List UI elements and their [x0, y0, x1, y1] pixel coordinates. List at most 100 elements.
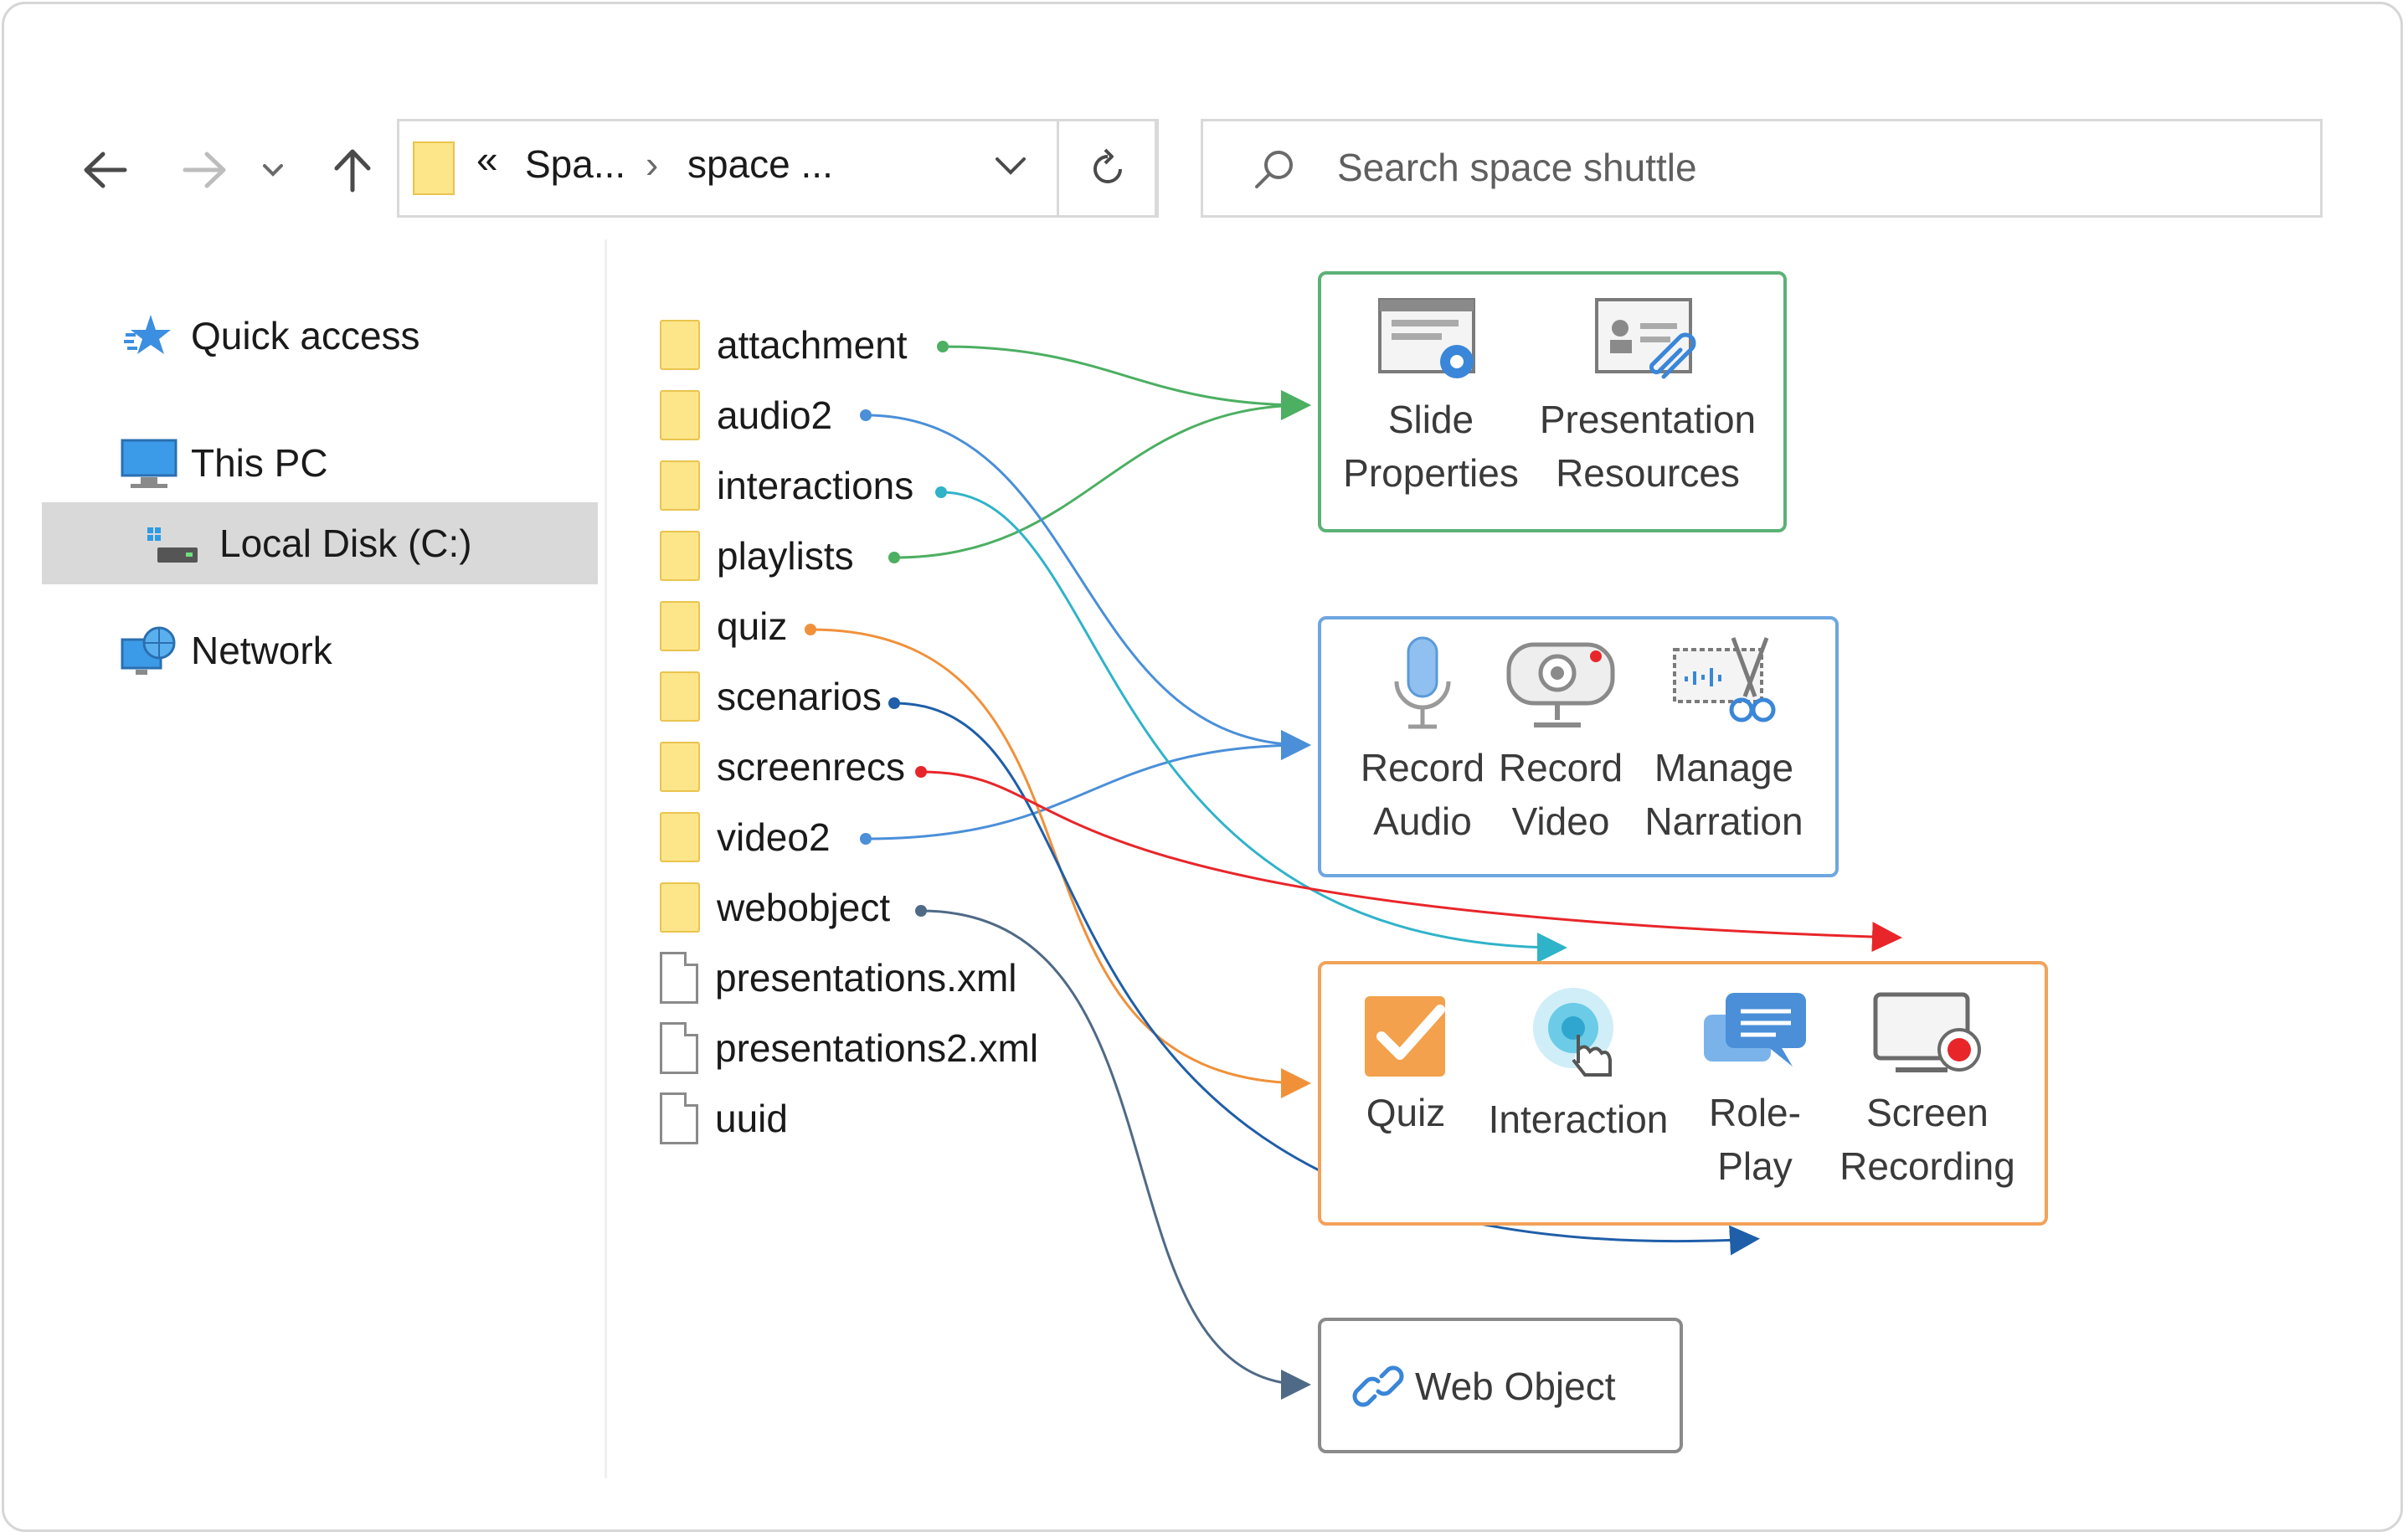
folder-icon [660, 460, 700, 511]
touch-icon [1533, 988, 1613, 1077]
file-name: playlists [717, 534, 854, 578]
sidebar-item-network[interactable]: Network [191, 629, 332, 672]
file-name: uuid [715, 1097, 788, 1140]
folder-icon [660, 390, 700, 440]
file-row-attachment[interactable]: attachment [660, 316, 908, 374]
up-button[interactable] [323, 141, 382, 199]
sidebar-item-local-disk[interactable]: Local Disk (C:) [219, 522, 472, 565]
refresh-icon [1093, 148, 1122, 183]
refresh-button[interactable] [1057, 119, 1159, 218]
interaction-button[interactable]: Interaction [1479, 984, 1678, 1146]
connector-audio2 [865, 414, 1311, 760]
recent-locations-button[interactable] [256, 141, 290, 199]
file-name: presentations2.xml [715, 1026, 1039, 1070]
record-audio-button[interactable]: Record Audio [1351, 633, 1494, 848]
arrow-up-icon [334, 149, 371, 193]
web-object-button[interactable]: Web Object [1351, 1360, 1615, 1413]
audio-cut-icon [1673, 637, 1776, 722]
presentation-resources-icon [1595, 298, 1696, 379]
screen-recording-label: Screen [1866, 1091, 1989, 1134]
arrow-left-icon [84, 152, 127, 188]
file-name: quiz [717, 604, 788, 648]
file-row-video2[interactable]: video2 [660, 808, 831, 866]
breadcrumb-separator: › [646, 142, 659, 186]
slide-properties-label: Properties [1343, 451, 1519, 495]
chevron-down-icon [263, 164, 283, 177]
group-web [1318, 1318, 1683, 1453]
file-row-audio2[interactable]: audio2 [660, 386, 832, 445]
file-row-quiz[interactable]: quiz [660, 597, 787, 655]
file-name: webobject [717, 886, 891, 929]
file-icon [660, 952, 698, 1004]
screen-record-icon [1873, 992, 1981, 1072]
folder-icon [660, 531, 700, 581]
file-name: audio2 [717, 393, 833, 437]
role-play-button[interactable]: Role- Play [1688, 990, 1822, 1193]
role-play-label: Role- [1709, 1091, 1801, 1134]
connector-quiz [810, 628, 1311, 1098]
sidebar-selection-highlight [42, 502, 598, 584]
screen-recording-button[interactable]: Screen Recording [1830, 990, 2025, 1193]
network-icon [121, 625, 178, 682]
chat-bubbles-icon [1704, 993, 1806, 1067]
file-name: scenarios [717, 675, 882, 718]
folder-icon [660, 882, 700, 933]
file-row-presentations-xml[interactable]: presentations.xml [660, 948, 1017, 1007]
file-row-presentations2-xml[interactable]: presentations2.xml [660, 1019, 1038, 1077]
sidebar-item-this-pc[interactable]: This PC [191, 441, 328, 485]
address-bar[interactable]: « Spa... › space ... [397, 119, 1157, 218]
folder-icon [660, 320, 700, 370]
dot-screenrecs [915, 766, 927, 778]
slide-properties-button[interactable]: Slide Properties [1335, 296, 1527, 500]
dot-scenarios [888, 697, 900, 709]
dot-video2 [860, 833, 872, 845]
file-row-interactions[interactable]: interactions [660, 456, 913, 515]
file-name: presentations.xml [715, 956, 1017, 1000]
address-dropdown-button[interactable] [994, 155, 1027, 181]
file-name: screenrecs [717, 745, 905, 789]
drive-icon [146, 526, 199, 572]
manage-narration-label: Manage [1654, 746, 1794, 789]
manage-narration-button[interactable]: Manage Narration [1628, 633, 1820, 848]
dot-quiz [805, 624, 816, 635]
search-input[interactable]: Search space shuttle [1337, 146, 1697, 189]
back-button[interactable] [75, 141, 134, 199]
quiz-button[interactable]: Quiz [1343, 990, 1469, 1139]
breadcrumb-item-2[interactable]: space ... [687, 142, 833, 186]
presentation-resources-button[interactable]: Presentation Resources [1531, 296, 1765, 500]
screen-recording-label: Recording [1839, 1144, 2015, 1188]
pane-divider[interactable] [605, 239, 607, 1478]
dot-webobject [915, 905, 927, 917]
folder-icon [660, 812, 700, 862]
web-object-label: Web Object [1415, 1365, 1616, 1408]
link-icon [1352, 1365, 1404, 1407]
file-row-playlists[interactable]: playlists [660, 527, 854, 585]
search-icon [1255, 151, 1293, 188]
file-row-scenarios[interactable]: scenarios [660, 667, 882, 726]
record-audio-label: Audio [1373, 799, 1472, 843]
connector-webobject [920, 909, 1311, 1400]
arrow-right-icon [183, 152, 226, 188]
slide-properties-icon [1378, 298, 1475, 378]
dot-attachment [937, 341, 949, 352]
presentation-resources-label: Presentation [1539, 398, 1757, 441]
search-box[interactable]: Search space shuttle [1201, 119, 2323, 218]
file-row-webobject[interactable]: webobject [660, 878, 890, 937]
file-row-uuid[interactable]: uuid [660, 1089, 788, 1148]
dot-audio2 [860, 409, 872, 421]
file-name: video2 [717, 815, 831, 859]
breadcrumb-item-1[interactable]: Spa... [525, 142, 626, 186]
chevron-down-icon [996, 157, 1026, 175]
file-row-screenrecs[interactable]: screenrecs [660, 738, 905, 796]
file-icon [660, 1092, 698, 1144]
forward-button[interactable] [176, 141, 234, 199]
connector-interactions [940, 491, 1567, 963]
connector-screenrecs [920, 770, 1902, 953]
breadcrumb-overflow[interactable]: « [476, 137, 498, 181]
record-video-button[interactable]: Record Video [1494, 633, 1628, 848]
connector-attachment [942, 345, 1311, 420]
record-video-label: Record [1498, 746, 1623, 789]
sidebar-item-quick-access[interactable]: Quick access [191, 314, 420, 357]
